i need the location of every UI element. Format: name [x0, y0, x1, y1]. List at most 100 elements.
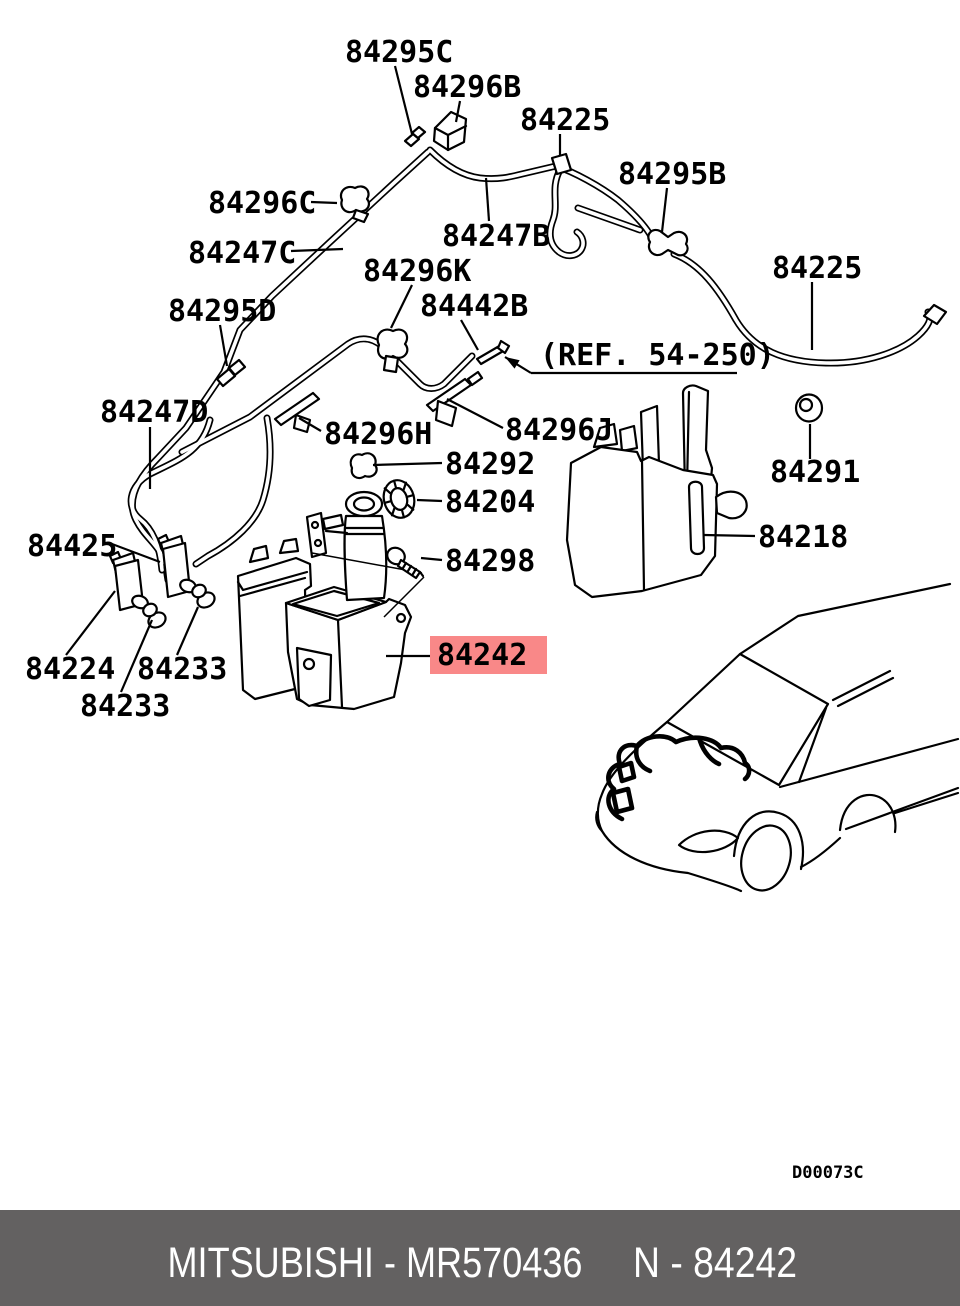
part-label-84233: 84233 [137, 606, 227, 687]
part-label-84296h: 84296H [298, 417, 432, 452]
part-label-84224: 84224 [25, 590, 116, 687]
part-number-text: 84233 [80, 689, 170, 724]
part-number-text: 84233 [137, 652, 227, 687]
leader-line [460, 319, 479, 351]
part-number-text: 84225 [772, 251, 862, 286]
arrowhead [505, 357, 520, 369]
part-number-text: 84218 [758, 520, 848, 555]
engine-bay-harness-highlight [606, 734, 752, 822]
nozzle-rail-84296H [273, 391, 321, 434]
part-label-84218: 84218 [703, 520, 848, 555]
leader-line [416, 498, 443, 503]
screw-84298 [386, 546, 425, 580]
grommet-84233-left [142, 602, 167, 629]
part-label-84296j: 84296J [446, 398, 613, 448]
part-label-84204: 84204 [416, 485, 535, 520]
part-label-84295b: 84295B [618, 157, 726, 233]
highlighted-part-84242[interactable]: 84242 [386, 636, 547, 674]
leader-line [218, 324, 229, 367]
part-number-text: 84224 [25, 652, 115, 687]
leader-line [454, 100, 462, 123]
grommet-84233-right [191, 583, 216, 609]
leader-line [372, 461, 443, 467]
leader-line [660, 187, 669, 233]
joint-84295D [215, 358, 247, 388]
leader-line [420, 556, 443, 562]
tube-end-nozzle-84225 [922, 303, 948, 326]
leader-line [484, 177, 491, 222]
clip-84296K [376, 328, 409, 374]
part-number-text: 84292 [445, 447, 535, 482]
part-number-text: 84296K [363, 254, 471, 289]
part-number-text: 84247D [100, 395, 208, 430]
grommet-84291 [794, 393, 824, 423]
part-number-text: 84296B [413, 70, 521, 105]
clip-84296C [339, 185, 371, 224]
part-number-text: 84225 [520, 103, 610, 138]
highlighted-part-number: 84242 [437, 638, 527, 673]
leader-line [446, 398, 504, 429]
footer-ref-number: N - 84242 [633, 1239, 797, 1287]
part-label-84247b: 84247B [442, 177, 550, 254]
part-number-text: 84442B [420, 289, 528, 324]
part-label-84247c: 84247C [188, 236, 344, 271]
part-number-text: 84295C [345, 35, 453, 70]
part-label-84225: 84225 [520, 103, 610, 156]
clip-84296B [432, 110, 468, 152]
part-number-text: 84247C [188, 236, 296, 271]
part-number-text: (REF. 54-250) [540, 338, 775, 373]
part-label-ref54250: (REF. 54-250) [504, 338, 775, 375]
part-label-84291: 84291 [770, 424, 860, 490]
part-label-84225: 84225 [772, 251, 862, 350]
part-label-84296c: 84296C [208, 186, 338, 221]
leader-line [390, 284, 413, 329]
part-label-84295d: 84295D [168, 294, 276, 367]
leader-line [111, 542, 161, 564]
part-number-text: 84247B [442, 219, 550, 254]
highlight-box [430, 636, 547, 674]
nozzle-rail-84296J [425, 370, 484, 428]
drawing-code: D00073C [792, 1163, 864, 1183]
part-number-text: 84295B [618, 157, 726, 192]
part-number-text: 84296J [505, 413, 613, 448]
hose-connector-84295C [403, 125, 427, 148]
part-number-text: 84204 [445, 485, 535, 520]
part-number-text: 84296H [324, 417, 432, 452]
leader-line [393, 65, 414, 135]
part-label-84296k: 84296K [363, 254, 471, 329]
part-number-text: 84425 [27, 529, 117, 564]
leader-line [298, 417, 322, 432]
part-number-text: 84298 [445, 544, 535, 579]
y-connector-84295B [647, 228, 689, 257]
part-label-84247d: 84247D [100, 395, 208, 489]
leader-line [310, 200, 338, 205]
part-number-text: 84296C [208, 186, 316, 221]
part-number-text: 84295D [168, 294, 276, 329]
part-label-84292: 84292 [372, 447, 535, 482]
footer-bar [0, 1210, 960, 1306]
packing-84204 [382, 479, 416, 519]
leader-line [65, 590, 116, 656]
footer-brand-part: MITSUBISHI - MR570436 [168, 1239, 583, 1287]
washer-pump-84224 [108, 550, 149, 612]
part-label-84296b: 84296B [413, 70, 521, 123]
clip-84292 [349, 452, 378, 480]
leader-line [290, 247, 344, 253]
part-number-text: 84291 [770, 455, 860, 490]
footer: MITSUBISHI - MR570436 N - 84242 [0, 1210, 960, 1306]
leader-line [175, 606, 200, 656]
part-label-84425: 84425 [27, 529, 161, 564]
part-label-84442b: 84442B [420, 289, 528, 351]
washer-tank-84242 [284, 490, 425, 711]
washer-pump-84425 [156, 533, 197, 599]
part-label-84295c: 84295C [345, 35, 453, 135]
part-label-84298: 84298 [420, 544, 535, 579]
leader-line [703, 533, 756, 538]
reservoir-84218 [565, 384, 748, 599]
leader-line [119, 619, 154, 693]
car-inset [595, 582, 960, 893]
part-label-84233: 84233 [80, 619, 170, 724]
